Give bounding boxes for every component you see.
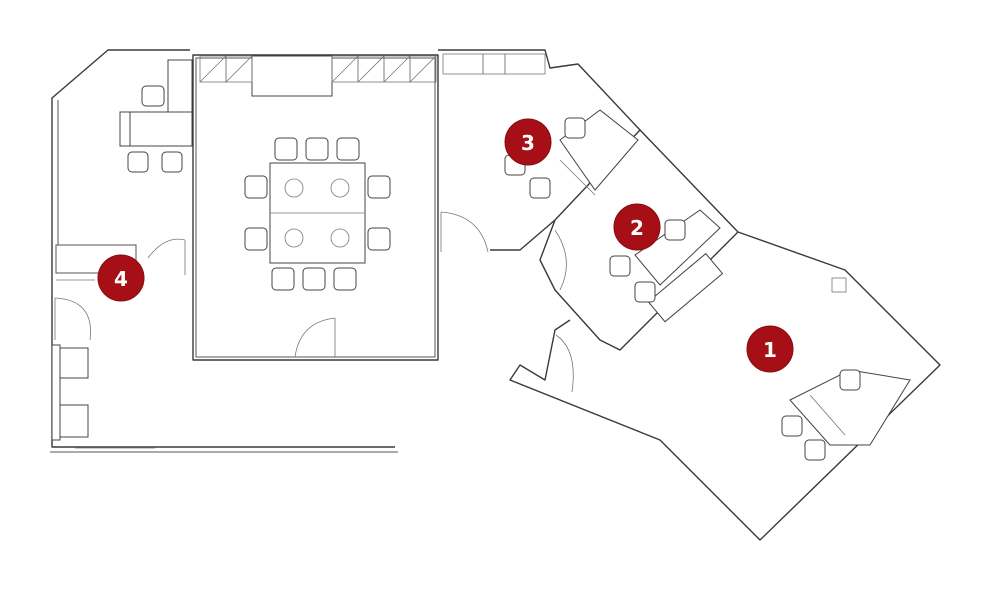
left-wing-furniture (119, 59, 193, 173)
marker-label-3: 3 (521, 131, 535, 155)
marker-office-2: 2 (613, 203, 661, 251)
marker-label-4: 4 (114, 267, 128, 291)
office-2-room (539, 129, 739, 351)
marker-circle-3 (504, 118, 552, 166)
marker-circle-1 (746, 325, 794, 373)
conference-room (192, 54, 439, 361)
left-wing-walls (50, 49, 398, 453)
marker-office-3: 3 (504, 118, 552, 166)
marker-label-2: 2 (630, 216, 644, 240)
marker-circle-4 (97, 254, 145, 302)
office-1-room (509, 231, 941, 541)
marker-label-1: 1 (763, 338, 777, 362)
marker-office-4: 4 (97, 254, 145, 302)
marker-office-1: 1 (746, 325, 794, 373)
marker-circle-2 (613, 203, 661, 251)
